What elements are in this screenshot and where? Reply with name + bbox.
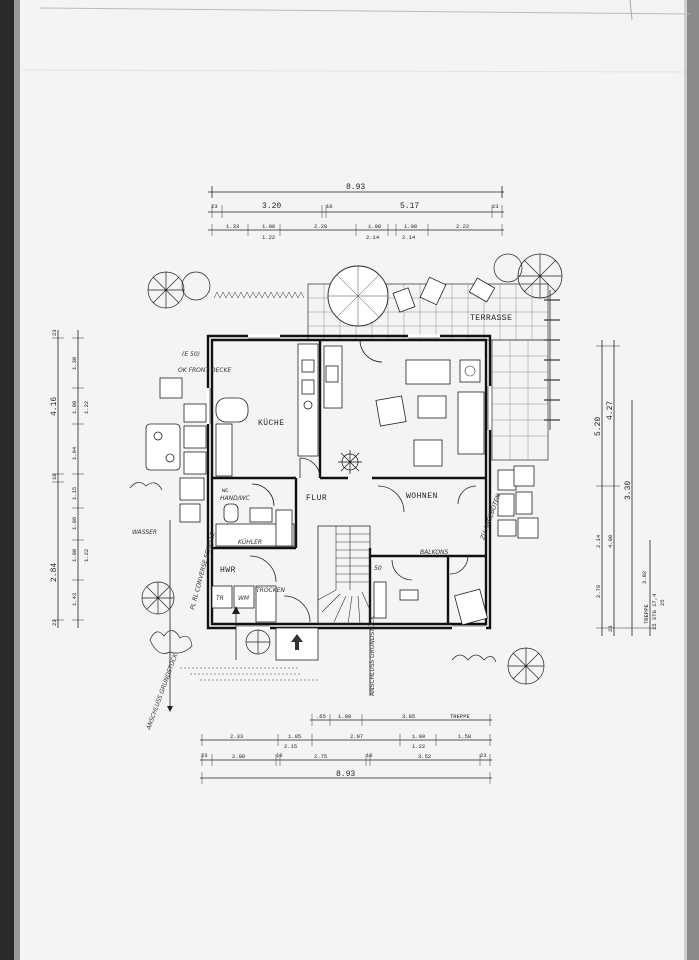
dim-right-inner-2: 15 STG 17,4 — [651, 593, 658, 630]
label-hwr: HWR — [220, 566, 236, 575]
dim-left-inner-0: 1.43 — [71, 593, 78, 606]
dim-right-3: 2.14 — [595, 534, 602, 548]
dim-left-inner-7: 1.22 — [83, 401, 90, 414]
dim-bot-r1-0: .65 — [316, 713, 326, 720]
dim-bot-r2-6: 1.58 — [458, 733, 471, 740]
dim-left-outer-1: 2.84 — [50, 563, 59, 582]
dim-left-outer-2: 10 — [51, 473, 58, 480]
dim-right-1: 4.27 — [606, 401, 615, 420]
garden-chair-icon — [392, 276, 496, 313]
dim-right-0: 5.20 — [594, 417, 603, 436]
plant-icon — [338, 450, 362, 474]
dim-bot-r1-2: 3.85 — [402, 713, 415, 720]
dim-bot-treppe: TREPPE — [450, 713, 471, 720]
dim-top-r3-8: 2.22 — [456, 223, 469, 230]
label-terrasse: TERRASSE — [470, 314, 512, 323]
label-wohnen: WOHNEN — [406, 492, 438, 501]
bottom-dimension-chain: .65 1.00 3.85 TREPPE 2.33 1.05 2.15 2.97… — [200, 713, 492, 784]
note-trocken: TROCKEN — [256, 587, 285, 594]
note-anschluss: ANSCHLUSS GRUNDSTÜCK — [369, 614, 376, 697]
label-kueche: KÜCHE — [258, 419, 285, 428]
note-hand-wc: HAND/WC — [220, 495, 251, 502]
dim-left-inner-4: 1.15 — [71, 487, 78, 500]
scan-right-shadow — [686, 0, 699, 960]
right-dimension-chain: 5.20 4.27 3.30 2.14 4.00 2.78 23 3.02 TR… — [594, 340, 666, 636]
note-tr: TR — [216, 595, 224, 602]
dim-top-r2-2: 10 — [326, 203, 333, 210]
note-balkons: BALKONS — [420, 549, 449, 556]
dim-top-r3-4: 1.00 — [368, 223, 381, 230]
dim-bot-r2-0: 2.33 — [230, 733, 243, 740]
living-room-furniture: WOHNEN — [338, 359, 485, 501]
dim-right-inner-0: 3.02 — [641, 571, 648, 584]
note-50: 50 — [374, 565, 382, 572]
dim-top-r3-2: 1.22 — [262, 234, 275, 241]
dim-top-r3-3: 2.20 — [314, 223, 327, 230]
kitchen-counter: KÜCHE (E 50) OK FRONT DECKE — [178, 343, 343, 477]
dim-bot-r3-5: 3.52 — [418, 753, 431, 760]
dim-right-4: 4.00 — [607, 535, 614, 548]
tree-icon — [129, 253, 563, 685]
dim-top-total: 8.93 — [346, 183, 365, 192]
entrance: ANSCHLUSS GRUNDSTÜCK — [275, 614, 376, 697]
label-flur: FLUR — [306, 494, 327, 503]
dim-left-inner-1: 1.00 — [71, 549, 78, 562]
note-wasser: WASSER — [132, 529, 157, 536]
dim-bot-r2-1: 1.05 — [288, 733, 301, 740]
left-dimension-chain: 23 2.84 10 4.16 23 1.43 1.00 1.22 1.06 1… — [50, 329, 90, 628]
dim-bot-r3-2: 10 — [276, 752, 283, 759]
dim-top-r2-1: 3.20 — [262, 202, 281, 211]
dim-left-outer-0: 23 — [51, 329, 58, 336]
dim-right-inner-3: 25 — [659, 599, 666, 606]
dim-top-r2-4: 23 — [492, 203, 499, 210]
dim-right-2: 3.30 — [624, 481, 633, 500]
dim-top-r3-6: 2.14 — [402, 234, 416, 241]
dim-bot-r3-0: 23 — [201, 752, 208, 759]
dim-top-r3-1: 1.00 — [262, 223, 275, 230]
scan-left-shadow — [0, 0, 14, 960]
note-wm: WM — [238, 595, 250, 602]
dim-bot-r2-3: 2.97 — [350, 733, 363, 740]
hwr-room: HWR TR WM TROCKEN — [211, 566, 285, 660]
dim-left-inner-8: 1.30 — [71, 357, 78, 370]
right-pavers — [497, 465, 539, 539]
dim-bot-total: 8.93 — [336, 770, 355, 779]
dim-top-r3-0: 1.33 — [226, 223, 239, 230]
dim-bot-r2-5: 1.22 — [412, 743, 425, 750]
dim-left-inner-3: 1.06 — [71, 517, 78, 530]
dim-left-inner-2: 1.22 — [83, 549, 90, 562]
dim-right-6: 23 — [607, 625, 614, 632]
top-dimension-chain: 8.93 23 3.20 10 5.17 23 1.33 1.00 1.22 2… — [208, 183, 504, 241]
dim-left-inner-6: 1.00 — [71, 401, 78, 414]
dim-bot-r2-4: 1.00 — [412, 733, 425, 740]
dim-right-5: 2.78 — [595, 585, 602, 598]
building-outline — [206, 334, 492, 630]
wc-room: WC HAND/WC KÜHLER — [215, 487, 295, 547]
umbrella-icon — [327, 265, 389, 327]
dim-bot-r3-6: 23 — [480, 752, 487, 759]
note-ok-decke: OK FRONT DECKE — [178, 367, 232, 374]
staircase: FLUR 50 — [306, 494, 382, 625]
dim-bot-r2-2: 2.15 — [284, 743, 297, 750]
dim-bot-r3-1: 2.00 — [232, 753, 245, 760]
dim-left-outer-3: 4.16 — [50, 397, 59, 416]
dim-left-inner-5: 1.94 — [71, 446, 78, 460]
left-pavers — [145, 377, 207, 523]
terrace: TERRASSE — [307, 265, 560, 461]
dim-top-r3-7: 1.00 — [404, 223, 417, 230]
note-e50: (E 50) — [182, 351, 200, 358]
dim-bot-r3-4: 10 — [366, 752, 373, 759]
dim-top-r2-0: 23 — [211, 203, 218, 210]
dim-bot-r3-3: 2.75 — [314, 753, 327, 760]
dim-right-inner-1: TREPPE — [643, 603, 650, 624]
dim-left-outer-4: 23 — [51, 619, 58, 626]
note-kuehler: KÜHLER — [238, 539, 262, 546]
dim-bot-r1-1: 1.00 — [338, 713, 351, 720]
label-wc: WC — [222, 487, 229, 494]
dim-top-r2-3: 5.17 — [400, 202, 419, 211]
dim-top-r3-5: 2.14 — [366, 234, 380, 241]
